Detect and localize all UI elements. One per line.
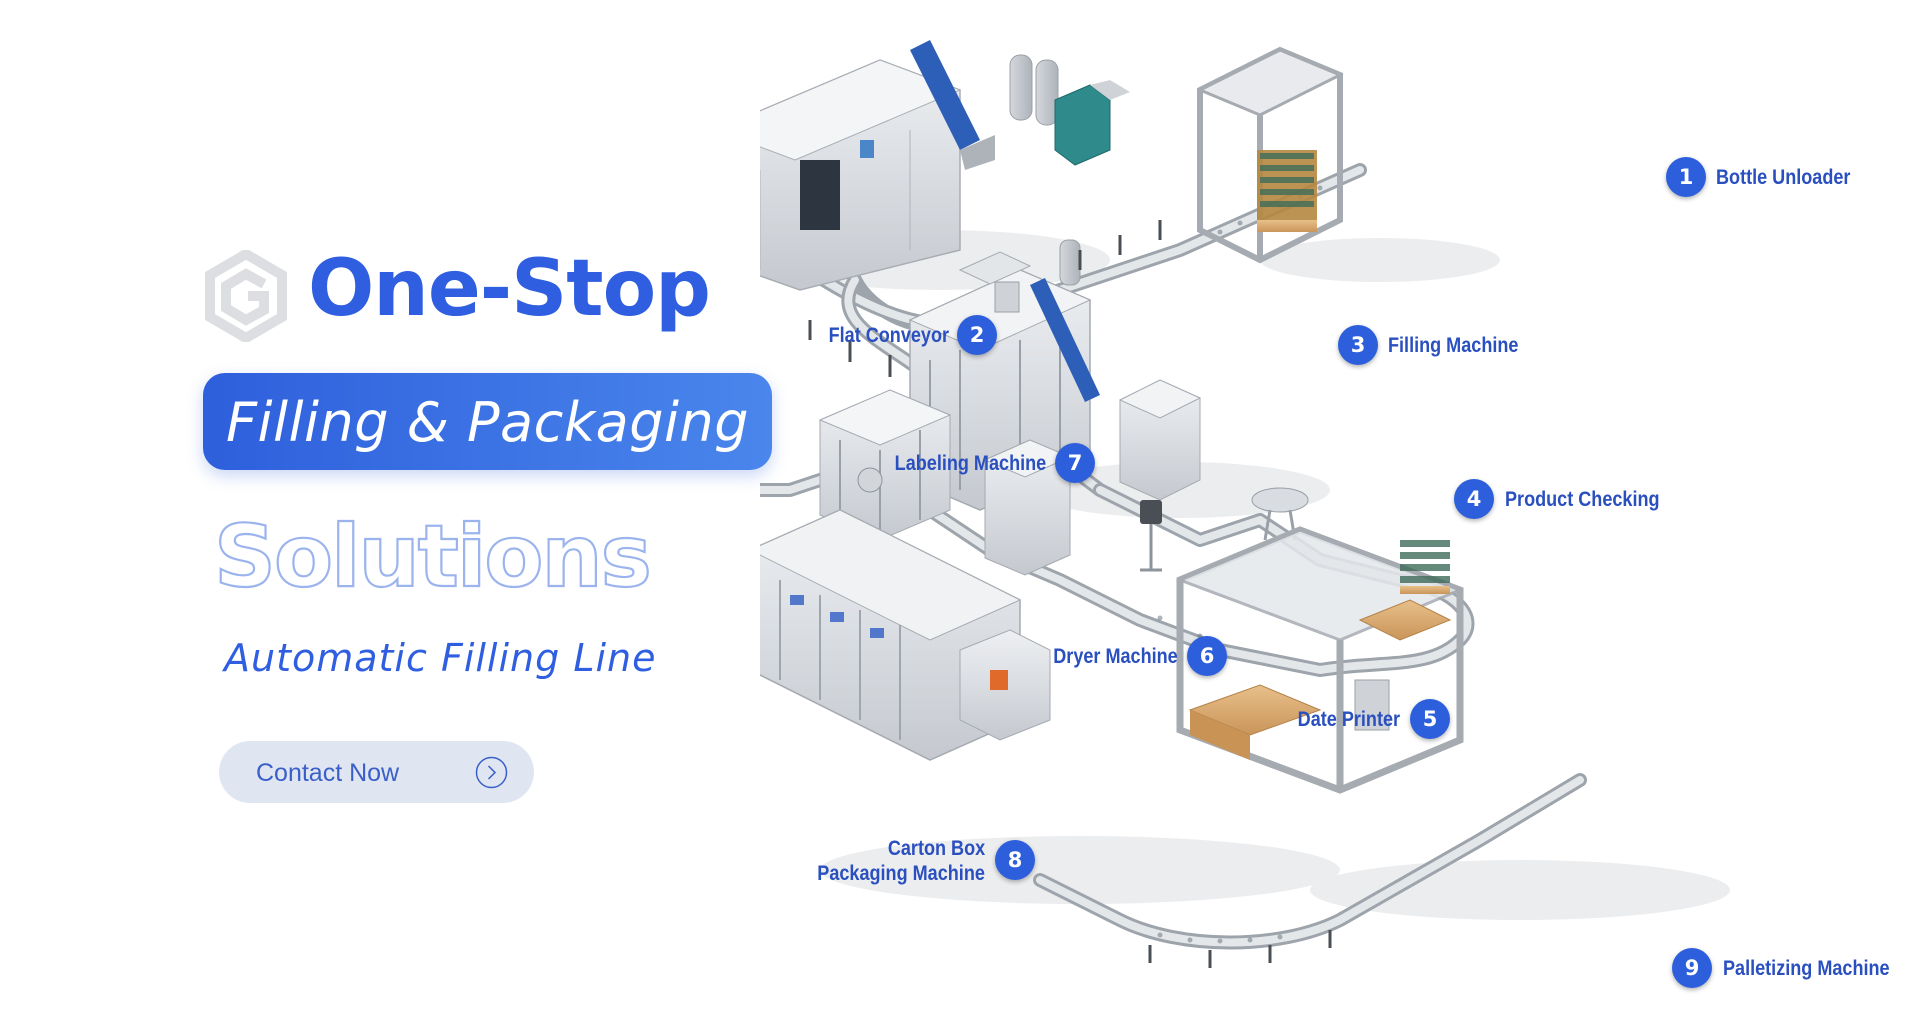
bottle-unloader bbox=[1196, 46, 1344, 264]
solutions-outline-title: Solutions bbox=[213, 506, 653, 608]
production-line-illustration bbox=[760, 40, 1730, 968]
callout-label: Labeling Machine bbox=[894, 452, 1046, 475]
callout-number: 5 bbox=[1410, 699, 1450, 739]
callout-label: Product Checking bbox=[1505, 488, 1660, 511]
callout-label: Carton Box bbox=[887, 837, 985, 860]
solutions-word: Solutions bbox=[214, 507, 650, 607]
callout-number: 2 bbox=[957, 315, 997, 355]
callout-label: Bottle Unloader bbox=[1716, 166, 1851, 189]
callout-number: 8 bbox=[995, 840, 1035, 880]
palletizing-machine bbox=[1175, 526, 1465, 794]
carton-packaging-machine bbox=[760, 509, 1051, 761]
callout-label: Flat Conveyor bbox=[828, 324, 949, 347]
callout-number: 7 bbox=[1055, 443, 1095, 483]
headline: One-Stop bbox=[308, 244, 711, 334]
callout-number: 3 bbox=[1338, 325, 1378, 365]
date-printer bbox=[1140, 500, 1162, 572]
contact-now-button[interactable]: Contact Now bbox=[219, 741, 534, 803]
labeling-machine bbox=[818, 389, 952, 541]
callout-label: Dryer Machine bbox=[1053, 645, 1178, 668]
filling-packaging-banner: Filling & Packaging bbox=[203, 373, 772, 470]
pill-text: Filling & Packaging bbox=[225, 391, 749, 454]
arrow-right-circle-icon bbox=[475, 756, 508, 789]
callout-number: 4 bbox=[1454, 479, 1494, 519]
contact-now-label: Contact Now bbox=[256, 759, 400, 787]
callout-number: 9 bbox=[1672, 948, 1712, 988]
product-checking-unit bbox=[1118, 379, 1309, 541]
callout-label: Palletizing Machine bbox=[1723, 957, 1890, 980]
blow-molding-machine bbox=[760, 40, 995, 291]
dryer-machine bbox=[983, 439, 1072, 576]
callout-label: Filling Machine bbox=[1388, 334, 1519, 357]
brand-logo-icon bbox=[205, 250, 287, 342]
callout-label-line2: Packaging Machine bbox=[817, 862, 985, 885]
subtitle: Automatic Filling Line bbox=[224, 636, 657, 680]
callout-number: 6 bbox=[1187, 636, 1227, 676]
callout-label: Date Printer bbox=[1297, 708, 1400, 731]
air-tanks bbox=[1009, 54, 1130, 166]
callout-number: 1 bbox=[1666, 157, 1706, 197]
